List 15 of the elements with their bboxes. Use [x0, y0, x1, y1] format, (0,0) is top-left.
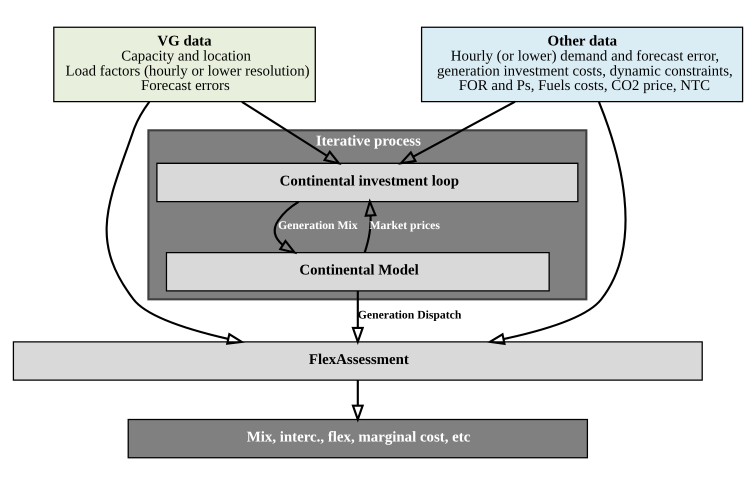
node-box: FlexAssessment: [12, 340, 702, 380]
node-box: Continental investment loop: [156, 162, 578, 202]
node-box: Mix, interc., flex, marginal cost, etc: [127, 418, 588, 458]
arrow: [486, 101, 626, 345]
arrow: [240, 100, 342, 165]
node-box: Continental Model: [165, 251, 550, 291]
arrow: [350, 380, 364, 422]
arrow: [363, 198, 376, 252]
arrow: [398, 100, 516, 164]
arrow: [350, 290, 364, 345]
arrow: [105, 100, 244, 344]
node-box: Other data Hourly (or lower) demand and forecast error, generation investment costs, dynamic constraints, FOR and Ps, Fuels costs, CO2 price, NTC: [420, 26, 743, 102]
node-box: VG data Capacity and location Load factors (hourly or lower resolution) Forecast errors: [52, 26, 316, 102]
edge-label: Generation Mix: [278, 218, 358, 232]
arrow: [273, 200, 299, 254]
